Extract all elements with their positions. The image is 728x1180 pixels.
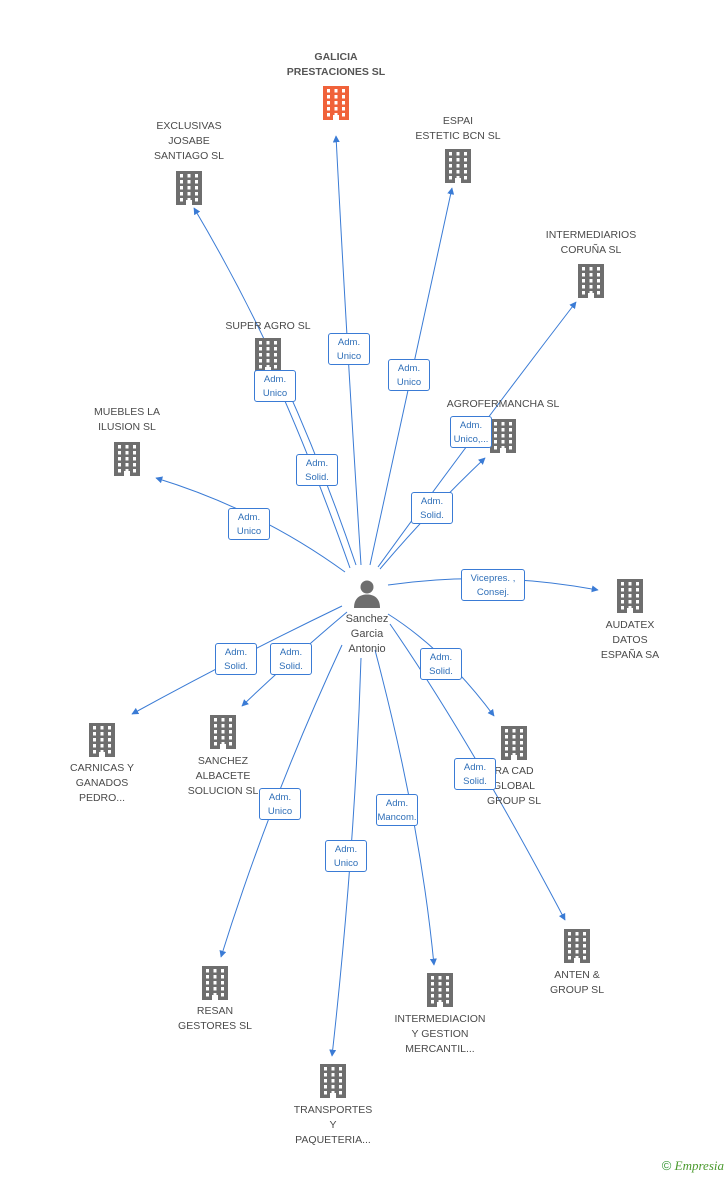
company-name: ANTEN & GROUP SL	[549, 969, 605, 996]
building-icon	[200, 966, 230, 1000]
role-label-transportes[interactable]: Adm. Unico	[325, 840, 367, 872]
company-name: CARNICAS Y GANADOS PEDRO...	[70, 762, 134, 804]
building-icon	[562, 929, 592, 963]
building-icon	[615, 579, 645, 613]
company-name: TRANSPORTES Y PAQUETERIA...	[293, 1104, 373, 1146]
building-icon	[318, 1064, 348, 1098]
building-icon	[208, 715, 238, 749]
center-person[interactable]: Sanchez Garcia Antonio	[302, 578, 432, 657]
building-icon	[321, 86, 351, 120]
brand-name: Empresia	[674, 1158, 724, 1173]
company-name: INTERMEDIACION Y GESTION MERCANTIL...	[394, 1013, 486, 1055]
company-name: SANCHEZ ALBACETE SOLUCION SL	[187, 755, 259, 797]
role-label-exclusivas[interactable]: Adm. Unico	[254, 370, 296, 402]
company-name: INTERMEDIARIOS CORUÑA SL	[545, 229, 637, 256]
role-label-intermediacion[interactable]: Adm. Mancom.	[376, 794, 418, 826]
company-name: RA CAD GLOBAL GROUP SL	[486, 765, 542, 807]
building-icon	[488, 419, 518, 453]
role-label-sanchezalb[interactable]: Adm. Solid.	[270, 643, 312, 675]
footer-brand: © Empresia	[662, 1158, 724, 1174]
role-label-racad[interactable]: Adm. Solid.	[420, 648, 462, 680]
role-label-agrofermancha[interactable]: Adm. Solid.	[411, 492, 453, 524]
person-name: Sanchez Garcia Antonio	[345, 613, 389, 655]
company-name: EXCLUSIVAS JOSABE SANTIAGO SL	[153, 120, 225, 162]
role-label-espai[interactable]: Adm. Unico	[388, 359, 430, 391]
building-icon	[576, 264, 606, 298]
role-label-muebles[interactable]: Adm. Unico	[228, 508, 270, 540]
building-icon	[443, 149, 473, 183]
copyright-symbol: ©	[661, 1158, 672, 1173]
company-name: RESAN GESTORES SL	[178, 1005, 252, 1032]
role-label-superagro[interactable]: Adm. Solid.	[296, 454, 338, 486]
role-label-audatex[interactable]: Vicepres. , Consej.	[461, 569, 525, 601]
role-label-carnicas[interactable]: Adm. Solid.	[215, 643, 257, 675]
building-icon	[425, 973, 455, 1007]
role-label-galicia[interactable]: Adm. Unico	[328, 333, 370, 365]
role-label-resan[interactable]: Adm. Unico	[259, 788, 301, 820]
building-icon	[253, 338, 283, 372]
company-name: MUEBLES LA ILUSION SL	[94, 406, 160, 433]
building-icon	[174, 171, 204, 205]
role-label-intermediarios[interactable]: Adm. Unico,...	[450, 416, 492, 448]
company-name: ESPAI ESTETIC BCN SL	[415, 115, 501, 142]
edge-anten	[389, 623, 566, 921]
person-icon	[354, 580, 380, 608]
role-label-anten[interactable]: Adm. Solid.	[454, 758, 496, 790]
building-icon	[499, 726, 529, 760]
building-icon	[112, 442, 142, 476]
company-name: GALICIA PRESTACIONES SL	[286, 51, 386, 78]
building-icon	[87, 723, 117, 757]
company-name: SUPER AGRO SL	[225, 320, 311, 332]
company-name: AGROFERMANCHA SL	[446, 398, 560, 410]
company-name: AUDATEX DATOS ESPAÑA SA	[600, 619, 660, 661]
